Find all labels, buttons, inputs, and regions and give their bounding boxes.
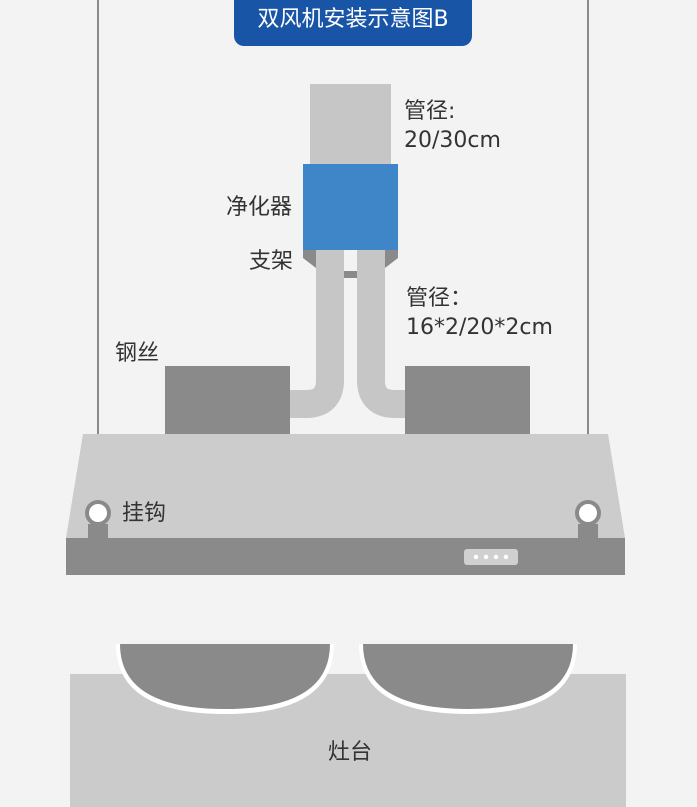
diagram-title: 双风机安装示意图B (234, 0, 472, 46)
upper-duct (310, 84, 391, 166)
hook-label: 挂钩 (122, 501, 167, 526)
bracket-right (385, 249, 398, 268)
stove-label: 灶台 (328, 740, 373, 765)
purifier-label: 净化器 (226, 195, 293, 220)
fan-box-left (165, 366, 290, 436)
fan-box-right (405, 366, 530, 436)
duct-right (357, 249, 405, 418)
hook-mount-right (578, 524, 598, 540)
lower-pipe-size: 16*2/20*2cm (406, 315, 553, 340)
hood-base (66, 538, 625, 575)
hook-ring-left (85, 500, 111, 526)
purifier-box (303, 164, 398, 250)
bracket-bar (344, 271, 358, 278)
bracket-label: 支架 (249, 249, 294, 274)
hook-mount-left (88, 524, 108, 540)
upper-pipe-size: 20/30cm (404, 128, 501, 153)
control-dot (483, 554, 489, 560)
control-dot (503, 554, 509, 560)
control-panel (464, 549, 518, 565)
pot-left (120, 644, 330, 709)
pot-right (363, 644, 573, 709)
control-dot (493, 554, 499, 560)
lower-pipe-label: 管径： (406, 286, 473, 311)
steel-wire-label: 钢丝 (115, 341, 160, 366)
hook-ring-right (575, 500, 601, 526)
upper-pipe-label: 管径: (404, 99, 456, 124)
duct-left (290, 249, 344, 418)
bracket-left (303, 249, 316, 268)
hood-body (66, 434, 625, 538)
control-dot (473, 554, 479, 560)
